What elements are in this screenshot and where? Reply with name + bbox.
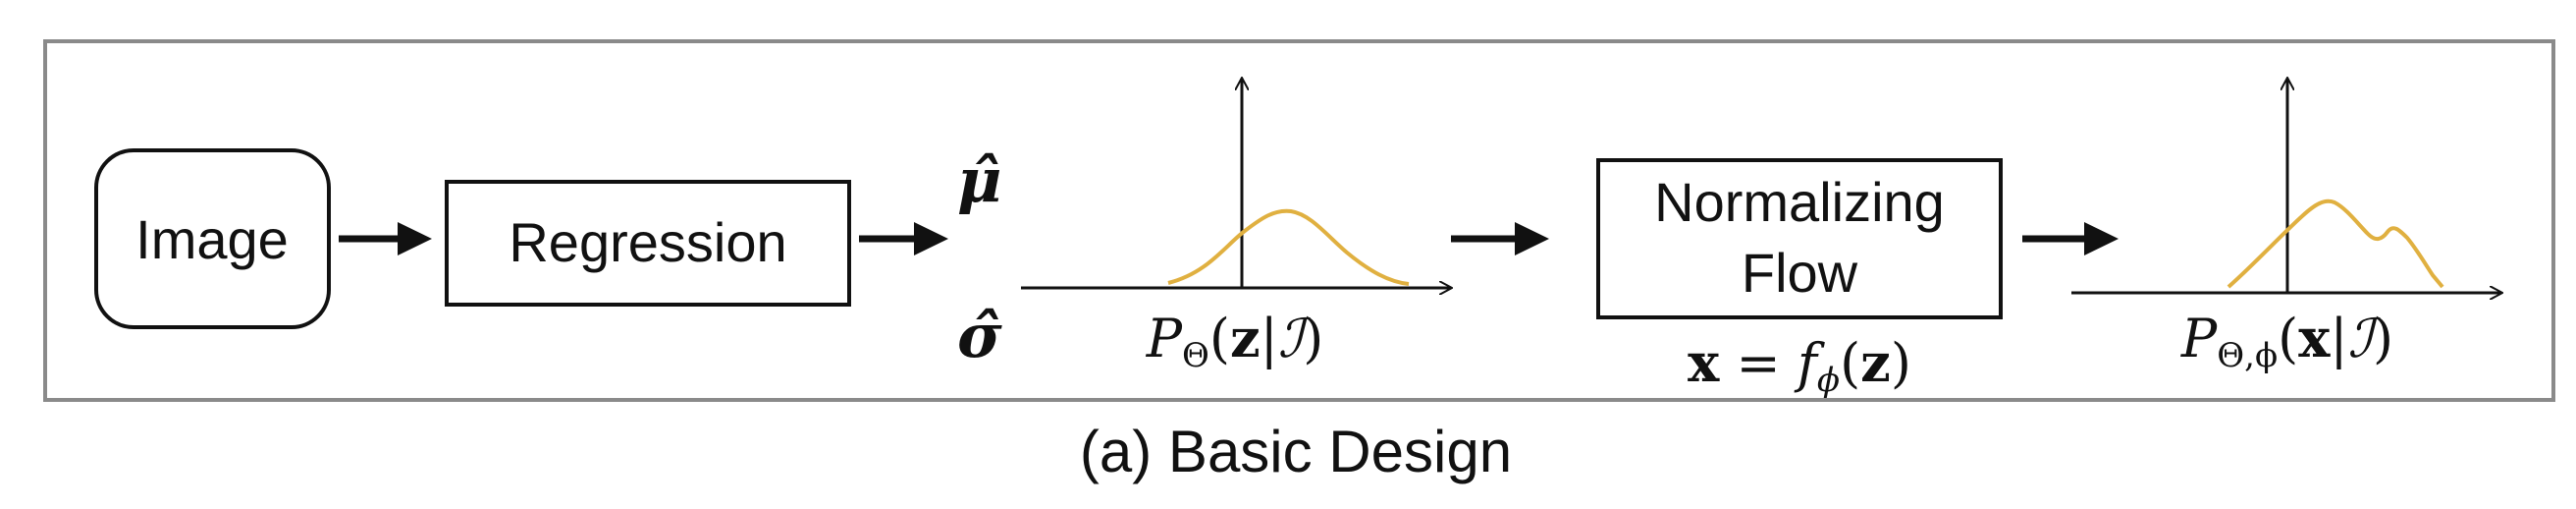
p-theta-label: PΘ(z|ℐ)	[1146, 307, 1324, 375]
diagram-caption: (a) Basic Design	[1080, 419, 1512, 484]
regression-label: Regression	[509, 211, 786, 273]
image-box	[94, 148, 331, 329]
multimodal-curve-icon	[2227, 198, 2444, 289]
p-theta-phi-label: PΘ,ϕ(x|ℐ)	[2180, 307, 2393, 375]
normalizing-flow-label-line1: Normalizing	[1654, 171, 1945, 233]
sigma-hat-symbol: σ̂	[957, 300, 1002, 371]
image-label: Image	[135, 208, 289, 270]
regression-box	[445, 180, 851, 307]
image-node: Image	[94, 148, 331, 329]
arrow-right-icon	[1451, 222, 1549, 255]
flow-equation: x = fϕ(z)	[1688, 331, 1911, 400]
normalizing-flow-box	[1596, 158, 2003, 319]
gaussian-plot: PΘ(z|ℐ)	[1021, 79, 1451, 375]
mu-hat-symbol: μ̂	[957, 144, 1001, 216]
arrow-right-icon	[339, 222, 432, 255]
flow-distribution-plot: PΘ,ϕ(x|ℐ)	[2071, 79, 2501, 375]
diagram-frame	[43, 39, 2555, 402]
normalizing-flow-label-line2: Flow	[1742, 242, 1858, 304]
gaussian-curve-icon	[1167, 208, 1410, 286]
normalizing-flow-node: Normalizing Flow	[1596, 158, 2003, 319]
arrow-right-icon	[2022, 222, 2119, 255]
regression-node: Regression	[445, 180, 851, 307]
arrow-right-icon	[859, 222, 948, 255]
